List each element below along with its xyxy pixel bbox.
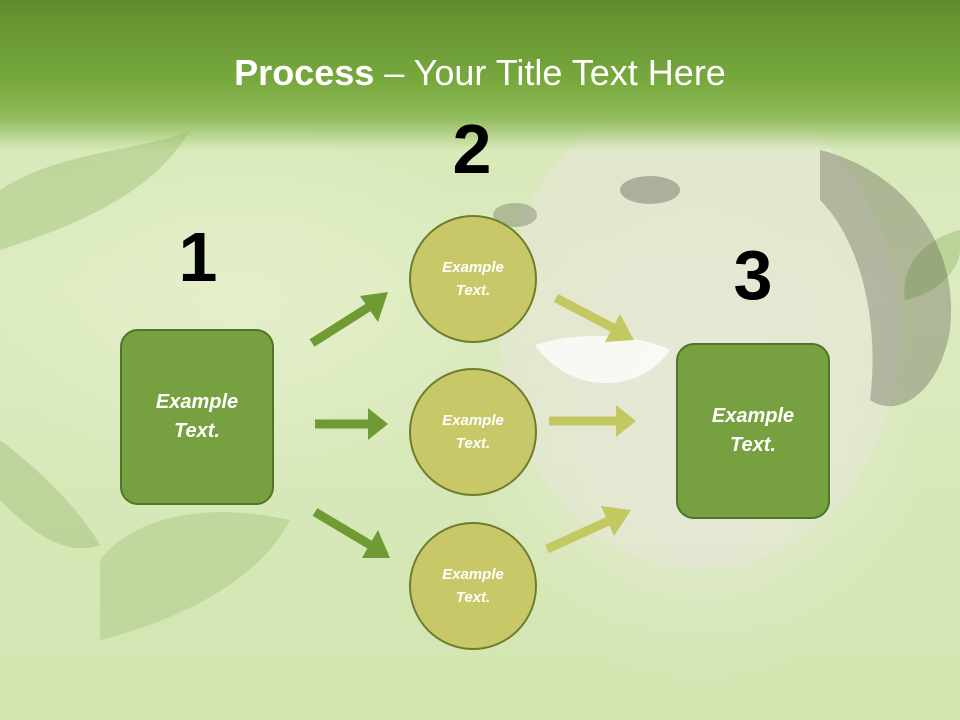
leaf-shape: [904, 230, 960, 300]
arrow-top-to-3: [553, 294, 634, 342]
arrow-1-to-bottom: [312, 508, 390, 558]
smile-shape: [535, 335, 670, 384]
step-number-2: 2: [452, 110, 492, 188]
step-1-text: Example Text.: [155, 391, 239, 442]
arrow-1-to-middle: [315, 408, 388, 440]
slide-title: Process – Your Title Text Here: [0, 52, 960, 94]
eye-shape: [620, 176, 680, 204]
arrow-middle-to-3: [549, 405, 636, 437]
arrow-bottom-to-3: [545, 506, 631, 554]
circle-text: Example Text.: [442, 412, 504, 452]
circle-text: Example Text.: [442, 566, 504, 606]
step-number-3: 3: [733, 236, 773, 314]
step-2-circle-bottom: Example Text.: [409, 522, 537, 650]
leaf-shape: [0, 440, 100, 549]
title-bold: Process: [234, 52, 375, 93]
step-2-circle-top: Example Text.: [409, 215, 537, 343]
step-number-1: 1: [178, 218, 218, 296]
step-3-text: Example Text.: [711, 405, 795, 456]
hair-shape: [820, 150, 952, 407]
title-rest: – Your Title Text Here: [374, 52, 726, 93]
title-bar: [0, 0, 960, 150]
circle-text: Example Text.: [442, 259, 504, 299]
leaf-shape: [100, 512, 290, 640]
arrow-1-to-top: [309, 292, 388, 347]
eye-shape: [493, 203, 537, 227]
step-1-box: Example Text.: [120, 329, 274, 505]
step-2-circle-middle: Example Text.: [409, 368, 537, 496]
step-3-box: Example Text.: [676, 343, 830, 519]
leaf-shape: [0, 130, 190, 250]
